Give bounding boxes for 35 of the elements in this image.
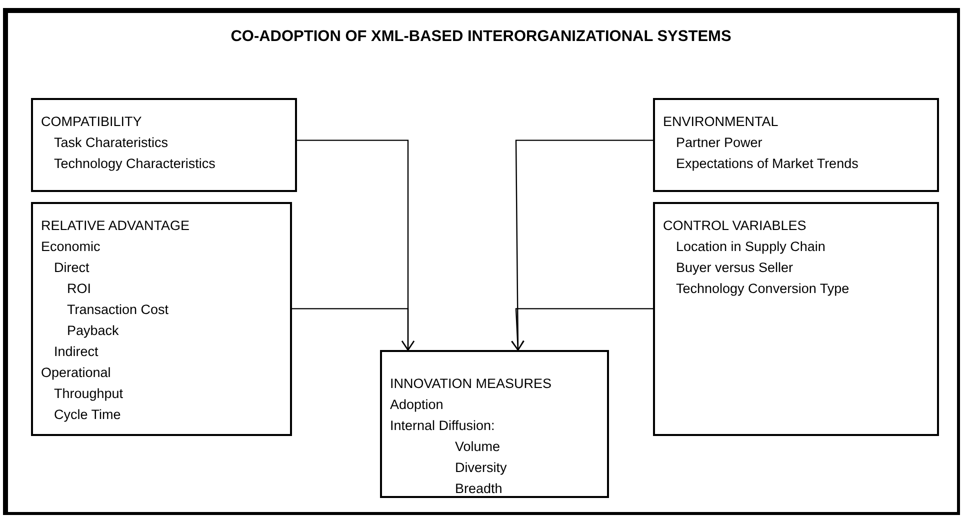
list-item: Adoption <box>390 396 444 414</box>
list-item: Cycle Time <box>54 406 121 424</box>
connector-arrow <box>511 140 653 351</box>
category-box <box>653 202 939 436</box>
category-box <box>653 98 939 192</box>
diagram-title: CO-ADOPTION OF XML-BASED INTERORGANIZATIONAL SYSTEMS <box>230 28 732 46</box>
list-item: Payback <box>67 322 119 340</box>
list-item: Internal Diffusion: <box>390 417 495 435</box>
box-heading: RELATIVE ADVANTAGE <box>41 217 190 235</box>
list-item: Indirect <box>54 343 98 361</box>
connector-arrow <box>292 308 415 351</box>
list-item: Expectations of Market Trends <box>676 155 858 173</box>
category-box <box>31 98 297 192</box>
box-heading: COMPATIBILITY <box>41 113 142 131</box>
list-item: Throughput <box>54 385 124 403</box>
list-item: Operational <box>41 364 111 382</box>
list-item: Technology Conversion Type <box>676 280 850 298</box>
list-item: Economic <box>41 238 100 256</box>
list-item: ROI <box>67 280 92 298</box>
box-heading: ENVIRONMENTAL <box>663 113 778 131</box>
list-item: Technology Characteristics <box>54 155 216 173</box>
category-box <box>380 350 609 498</box>
list-item: Diversity <box>455 459 507 477</box>
list-item: Direct <box>54 259 90 277</box>
list-item: Breadth <box>455 480 502 498</box>
box-heading: CONTROL VARIABLES <box>663 217 806 235</box>
connector-arrow <box>510 308 653 351</box>
list-item: Buyer versus Seller <box>676 259 794 277</box>
category-box <box>31 202 292 436</box>
list-item: Task Charateristics <box>54 134 168 152</box>
box-heading: INNOVATION MEASURES <box>390 375 552 393</box>
list-item: Volume <box>455 438 500 456</box>
list-item: Transaction Cost <box>67 301 169 319</box>
list-item: Partner Power <box>676 134 762 152</box>
list-item: Location in Supply Chain <box>676 238 826 256</box>
